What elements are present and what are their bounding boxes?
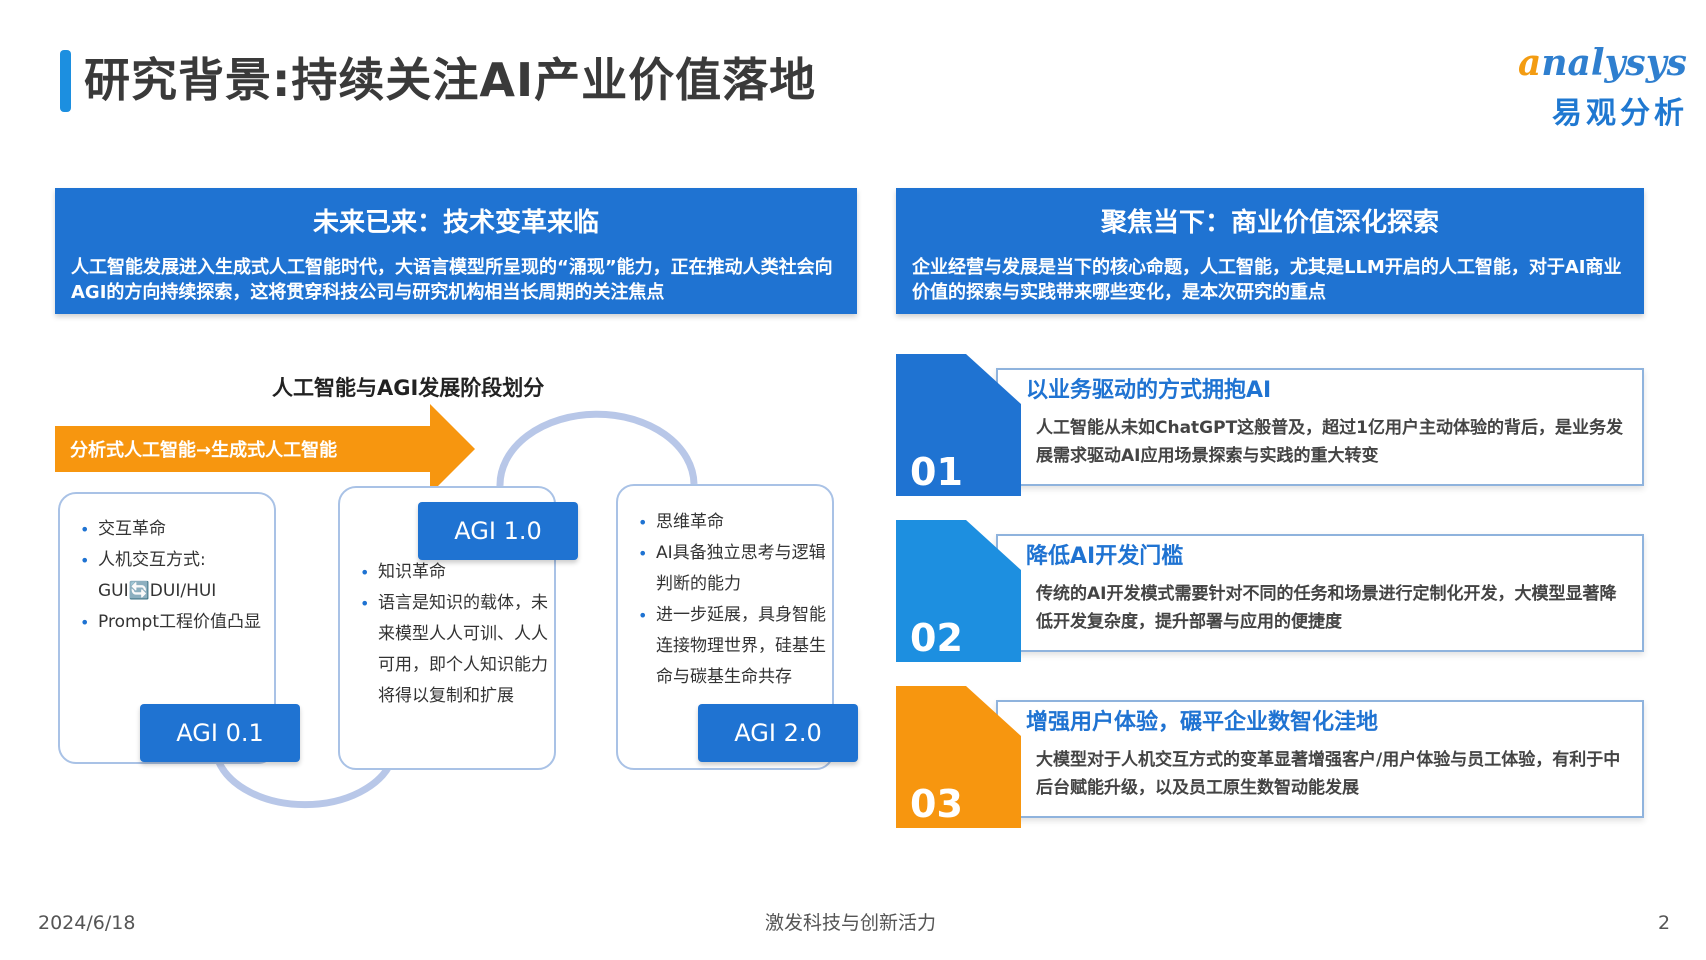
title-accent-bar: [60, 50, 71, 112]
footer-slogan: 激发科技与创新活力: [765, 912, 937, 934]
evolution-arrow: [55, 404, 475, 494]
card-number-tab: [896, 686, 1021, 828]
bullet-item: 人机交互方式: GUI🔄DUI/HUI: [74, 545, 264, 607]
right-header-box: 聚焦当下：商业价值深化探索 企业经营与发展是当下的核心命题，人工智能，尤其是LL…: [896, 188, 1644, 314]
footer-date: 2024/6/18: [38, 912, 136, 934]
bullet-item: 进一步延展，具身智能连接物理世界，硅基生命与碳基生命共存: [632, 600, 826, 693]
card-title: 降低AI开发门槛: [1026, 544, 1184, 569]
card-description: 人工智能从未如ChatGPT这般普及，超过1亿用户主动体验的背后，是业务发展需求…: [1036, 418, 1624, 466]
page-title: 研究背景:持续关注AI产业价值落地: [84, 53, 817, 107]
right-header-title: 聚焦当下：商业价值深化探索: [1100, 208, 1439, 238]
card-02: 02 降低AI开发门槛 传统的AI开发模式需要针对不同的任务和场景进行定制化开发…: [896, 520, 1644, 662]
bullet-item: 语言是知识的载体，未来模型人人可训、人人可用，即个人知识能力将得以复制和扩展: [354, 588, 550, 712]
bullet-item: Prompt工程价值凸显: [74, 607, 264, 638]
agi01-bullets: 交互革命 人机交互方式: GUI🔄DUI/HUI Prompt工程价值凸显: [74, 514, 264, 638]
stage-diagram-title: 人工智能与AGI发展阶段划分: [272, 376, 545, 400]
card-number: 01: [910, 450, 963, 494]
bullet-item: AI具备独立思考与逻辑判断的能力: [632, 538, 826, 600]
right-header-description: 企业经营与发展是当下的核心命题，人工智能，尤其是LLM开启的人工智能，对于AI商…: [912, 257, 1622, 303]
agi10-bullets: 知识革命 语言是知识的载体，未来模型人人可训、人人可用，即个人知识能力将得以复制…: [354, 557, 550, 712]
logo-letter-a: a: [1518, 42, 1542, 84]
left-header-description: 人工智能发展进入生成式人工智能时代，大语言模型所呈现的“涌现”能力，正在推动人类…: [71, 257, 833, 303]
analysys-logo: analysys: [1518, 42, 1687, 84]
logo-text-cn: 易观分析: [1552, 96, 1688, 131]
agi-0-1-label: AGI 0.1: [140, 704, 300, 762]
card-number-tab: [896, 520, 1021, 662]
card-title: 增强用户体验，碾平企业数智化洼地: [1026, 710, 1379, 735]
bullet-item: 知识革命: [354, 557, 550, 588]
card-frame: [996, 368, 1644, 486]
card-01: 01 以业务驱动的方式拥抱AI 人工智能从未如ChatGPT这般普及，超过1亿用…: [896, 354, 1644, 496]
agi-1-0-label: AGI 1.0: [418, 502, 578, 560]
card-number-tab: [896, 354, 1021, 496]
left-header-box: 未来已来：技术变革来临 人工智能发展进入生成式人工智能时代，大语言模型所呈现的“…: [55, 188, 857, 314]
card-number: 03: [910, 782, 963, 826]
card-description: 大模型对于人机交互方式的变革显著增强客户/用户体验与员工体验，有利于中后台赋能升…: [1036, 750, 1621, 798]
agi-2-0-label: AGI 2.0: [698, 704, 858, 762]
card-03: 03 增强用户体验，碾平企业数智化洼地 大模型对于人机交互方式的变革显著增强客户…: [896, 686, 1644, 828]
card-frame: [996, 534, 1644, 652]
arc-top: [496, 410, 698, 487]
card-title: 以业务驱动的方式拥抱AI: [1026, 378, 1272, 403]
page-number: 2: [1658, 912, 1671, 934]
left-header-title: 未来已来：技术变革来临: [312, 208, 599, 238]
arrow-label: 分析式人工智能→生成式人工智能: [70, 440, 338, 461]
logo-text-en: nalysys: [1541, 42, 1687, 84]
card-frame: [996, 700, 1644, 818]
card-number: 02: [910, 616, 963, 660]
card-description: 传统的AI开发模式需要针对不同的任务和场景进行定制化开发，大模型显著降低开发复杂…: [1036, 584, 1617, 632]
bullet-item: 交互革命: [74, 514, 264, 545]
agi20-bullets: 思维革命 AI具备独立思考与逻辑判断的能力 进一步延展，具身智能连接物理世界，硅…: [632, 507, 826, 693]
bullet-item: 思维革命: [632, 507, 826, 538]
